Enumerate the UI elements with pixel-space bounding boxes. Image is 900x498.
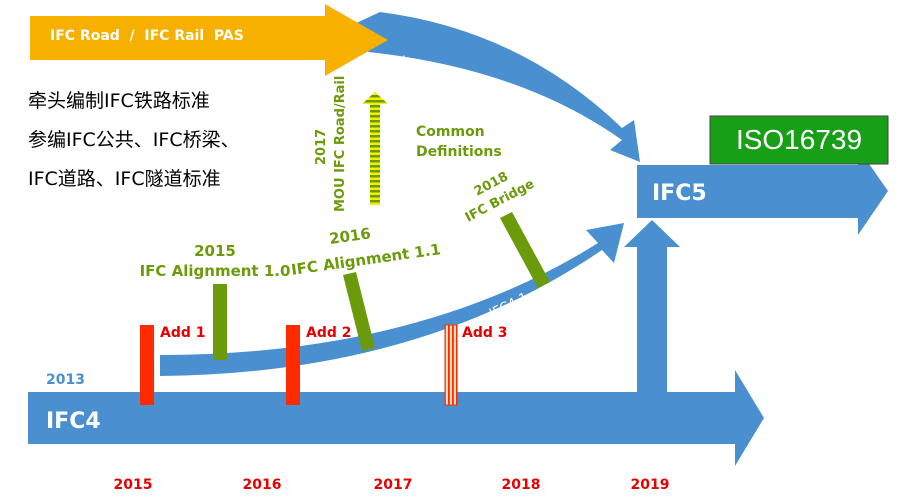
year-label-2017: 2017	[374, 477, 413, 493]
iso-box	[709, 115, 889, 165]
ifc4-timeline-arrow	[28, 370, 764, 466]
ifc5-arrow	[637, 148, 888, 235]
milestone-bar-bridge	[500, 212, 550, 288]
ifc-road-rail-pas-label: IFC Road / IFC Rail PAS	[50, 28, 244, 44]
common-definitions-line2: Definitions	[416, 144, 502, 160]
addendum-2-label: Add 2	[306, 325, 352, 341]
mou-striped-arrow	[362, 92, 388, 205]
ifc41-curve-arrow	[160, 223, 624, 376]
year-label-2019: 2019	[631, 477, 670, 493]
year-label-2018: 2018	[502, 477, 541, 493]
addendum-bar-1	[140, 325, 154, 405]
year-label-2015: 2015	[114, 477, 153, 493]
milestone-2016-year: 2016	[328, 224, 372, 248]
addendum-bar-2	[286, 325, 300, 405]
milestone-2016-name: IFC Alignment 1.1	[290, 240, 442, 279]
chinese-text-line-3: IFC道路、IFC隧道标准	[28, 168, 221, 190]
milestone-bar-alignment-11	[343, 272, 375, 351]
addendum-1-label: Add 1	[160, 325, 206, 341]
start-year-label: 2013	[46, 372, 85, 388]
milestone-2015-year: 2015	[194, 242, 236, 260]
addendum-3-label: Add 3	[462, 325, 508, 341]
iso-label: ISO16739	[736, 124, 862, 155]
chinese-text-line-2: 参编IFC公共、IFC桥梁、	[28, 129, 240, 151]
common-definitions-line1: Common	[416, 124, 485, 140]
mou-year-label: 2017	[314, 129, 329, 165]
addendum-bar-3	[444, 324, 458, 406]
milestone-2015-name: IFC Alignment 1.0	[140, 262, 291, 280]
milestone-bar-alignment-10	[213, 284, 227, 360]
int-ifc-curve-arrow	[350, 12, 640, 162]
ifc-road-rail-pas-arrow	[30, 4, 388, 76]
chinese-text-line-1: 牵头编制IFC铁路标准	[28, 90, 210, 112]
ifc5-label: IFC5	[652, 181, 707, 206]
ifc5-vertical-arrow	[624, 220, 680, 404]
year-label-2016: 2016	[243, 477, 282, 493]
mou-title-label: MOU IFC Road/Rail	[333, 76, 348, 212]
ifc4-label: IFC4	[46, 409, 101, 434]
